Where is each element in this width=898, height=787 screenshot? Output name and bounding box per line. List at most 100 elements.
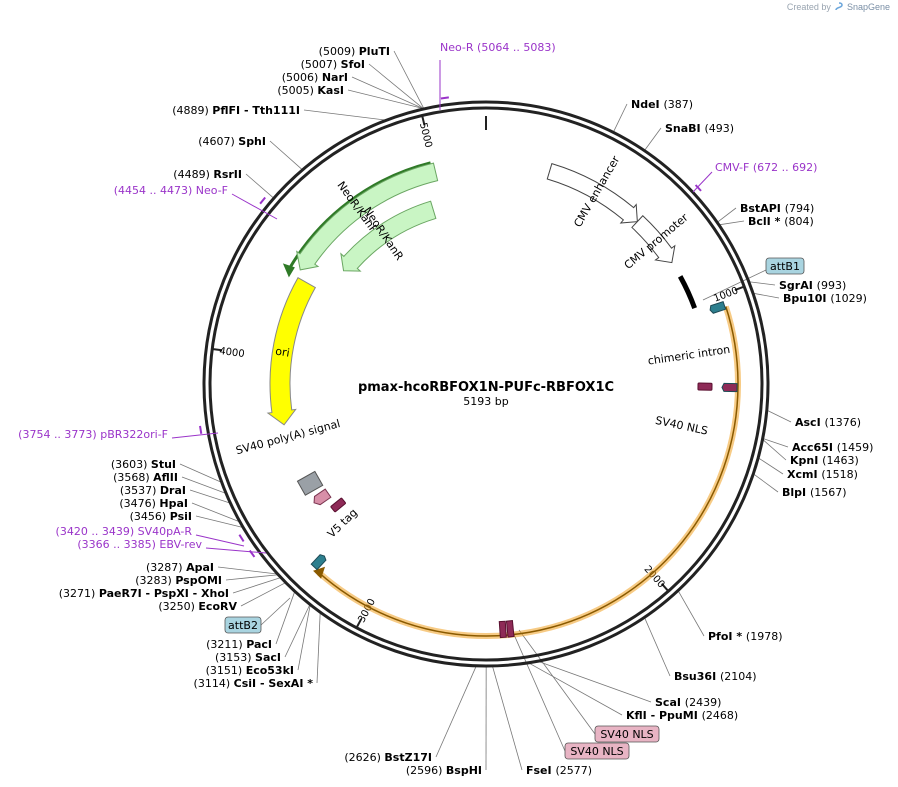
enzyme-leader bbox=[303, 109, 385, 121]
enzyme-position: (3250) bbox=[158, 600, 198, 613]
primer-name: Neo-F bbox=[196, 184, 228, 197]
primer-name: Neo-R bbox=[440, 41, 477, 54]
enzyme-name: BlpI bbox=[782, 486, 810, 499]
enzyme-label: SgrAI (993) bbox=[779, 279, 846, 292]
enzyme-leader bbox=[678, 591, 705, 637]
primer-range: (5064 .. 5083) bbox=[477, 41, 556, 54]
enzyme-labels: (5009) PluTI(5007) SfoI(5006) NarI(5005)… bbox=[59, 45, 874, 777]
enzyme-name: RsrII bbox=[213, 168, 242, 181]
enzyme-label: (3476) HpaI bbox=[119, 497, 188, 510]
enzyme-label: (4489) RsrII bbox=[173, 168, 242, 181]
enzyme-name: Eco53kI bbox=[246, 664, 294, 677]
enzyme-leader bbox=[368, 63, 424, 109]
enzyme-position: (5009) bbox=[319, 45, 359, 58]
nls-mark bbox=[498, 620, 507, 639]
enzyme-leader bbox=[763, 438, 789, 448]
primer-leader bbox=[692, 171, 713, 193]
nls-box bbox=[594, 725, 660, 743]
enzyme-name: Bsu36I bbox=[674, 670, 720, 683]
primer-mark bbox=[238, 534, 245, 542]
primer-mark bbox=[259, 196, 266, 205]
enzyme-label: BclI * (804) bbox=[748, 215, 814, 228]
enzyme-position: (1518) bbox=[821, 468, 858, 481]
primer-label: CMV-F (672 .. 692) bbox=[715, 161, 817, 174]
primer-name: EBV-rev bbox=[159, 538, 202, 551]
plasmid-size: 5193 bp bbox=[463, 395, 508, 408]
enzyme-name: KflI - PpuMI bbox=[626, 709, 702, 722]
enzyme-name: Acc65I bbox=[792, 441, 837, 454]
enzyme-name: DraI bbox=[160, 484, 186, 497]
primer-mark bbox=[440, 96, 449, 100]
primer-mark bbox=[694, 184, 702, 192]
plasmid-name: pmax-hcoRBFOX1N-PUFc-RBFOX1C bbox=[358, 380, 614, 395]
enzyme-label: NdeI (387) bbox=[631, 98, 693, 111]
enzyme-name: KasI bbox=[317, 84, 344, 97]
enzyme-leader bbox=[232, 577, 280, 594]
enzyme-name: KpnI bbox=[790, 454, 822, 467]
enzyme-position: (5007) bbox=[301, 58, 341, 71]
enzyme-position: (4607) bbox=[198, 135, 238, 148]
primer-name: pBR322ori-F bbox=[100, 428, 168, 441]
enzyme-name: PsiI bbox=[170, 510, 192, 523]
enzyme-leader bbox=[749, 281, 776, 286]
snapgene-brand: SnapGene bbox=[846, 2, 890, 12]
enzyme-label: (5005) KasI bbox=[277, 84, 344, 97]
enzyme-leader bbox=[719, 220, 745, 226]
chimeric-intron-bar bbox=[677, 275, 697, 310]
boxed-label-text: attB1 bbox=[770, 260, 800, 273]
primer-name: CMV-F bbox=[715, 161, 753, 174]
primer-leader bbox=[195, 534, 245, 547]
enzyme-label: (5006) NarI bbox=[282, 71, 348, 84]
enzyme-position: (3271) bbox=[59, 587, 99, 600]
enzyme-position: (2596) bbox=[406, 764, 446, 777]
enzyme-name: AflII bbox=[153, 471, 178, 484]
enzyme-position: (3114) bbox=[194, 677, 234, 690]
enzyme-leader bbox=[297, 605, 311, 671]
enzyme-position: (1567) bbox=[810, 486, 847, 499]
enzyme-name: CsiI - SexAI * bbox=[234, 677, 314, 690]
primer-mark bbox=[248, 549, 256, 558]
primer-label: (3420 .. 3439) SV40pA-R bbox=[56, 525, 193, 538]
enzyme-position: (1029) bbox=[830, 292, 867, 305]
enzyme-position: (1978) bbox=[746, 630, 783, 643]
enzyme-name: SacI bbox=[255, 651, 281, 664]
enzyme-position: (1459) bbox=[837, 441, 874, 454]
enzyme-leader bbox=[351, 76, 423, 109]
enzyme-leader bbox=[284, 605, 310, 658]
neo-outer-line bbox=[287, 161, 431, 271]
enzyme-name: PflFI - Tth111I bbox=[212, 104, 300, 117]
enzyme-leader bbox=[753, 474, 779, 493]
neo-kan-arrow bbox=[296, 162, 439, 271]
boxed-label-text: SV40 NLS bbox=[600, 728, 653, 741]
enzyme-name: PacI bbox=[246, 638, 272, 651]
enzyme-name: ApaI bbox=[186, 561, 214, 574]
enzyme-leader bbox=[529, 663, 623, 716]
enzyme-leader bbox=[644, 618, 671, 677]
enzyme-leader bbox=[191, 502, 239, 522]
enzyme-label: (3151) Eco53kI bbox=[206, 664, 294, 677]
primer-label: (3754 .. 3773) pBR322ori-F bbox=[18, 428, 168, 441]
feature-label: SV40 poly(A) signal bbox=[234, 417, 341, 457]
orf-arrowhead bbox=[313, 566, 326, 579]
enzyme-leader bbox=[717, 207, 737, 223]
enzyme-label: BstAPI (794) bbox=[740, 202, 814, 215]
backbone-outer-circle bbox=[202, 100, 770, 668]
enzyme-name: EcoRV bbox=[198, 600, 237, 613]
feature-label: ori bbox=[274, 345, 290, 360]
enzyme-leader bbox=[275, 592, 295, 645]
enzyme-label: Bsu36I (2104) bbox=[674, 670, 757, 683]
enzyme-leader bbox=[240, 582, 286, 607]
enzyme-label: (3603) StuI bbox=[111, 458, 176, 471]
primer-range: (3754 .. 3773) bbox=[18, 428, 100, 441]
enzyme-leader bbox=[245, 173, 274, 198]
enzyme-label: (3153) SacI bbox=[215, 651, 281, 664]
enzyme-leader bbox=[767, 410, 792, 423]
box-leader bbox=[702, 269, 767, 301]
enzyme-position: (3568) bbox=[113, 471, 153, 484]
enzyme-leader bbox=[539, 661, 652, 703]
tag-mark bbox=[709, 300, 727, 314]
enzyme-name: BspHI bbox=[446, 764, 482, 777]
tag-mark bbox=[721, 382, 738, 393]
enzyme-name: AscI bbox=[795, 416, 825, 429]
